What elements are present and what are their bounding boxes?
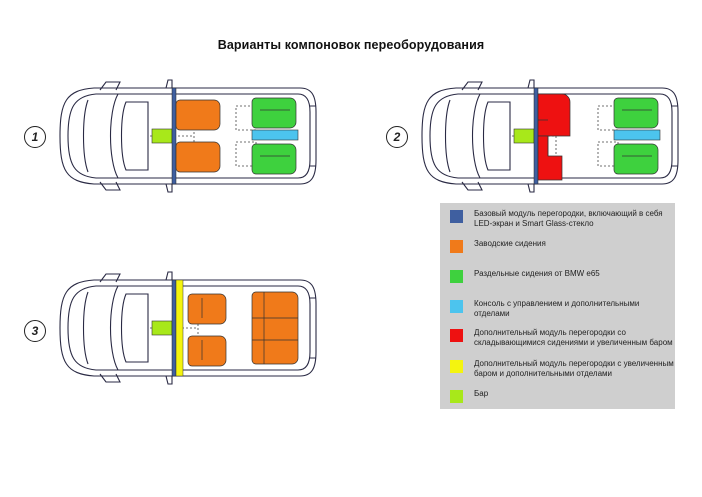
- bmw-seat: [613, 97, 659, 175]
- variant-number-1: 1: [24, 126, 46, 148]
- variant-number-2: 2: [386, 126, 408, 148]
- yellow-module: [175, 279, 184, 377]
- swatch-orange: [450, 240, 463, 253]
- swatch-blue: [450, 210, 463, 223]
- partition-base: [171, 279, 177, 377]
- partition-base: [171, 87, 177, 185]
- bar: [151, 128, 173, 144]
- van-layout-3: [59, 271, 317, 385]
- van-layout-1: [59, 79, 317, 193]
- bmw-seat: [251, 97, 297, 175]
- van-body: [59, 79, 317, 193]
- legend-label: Заводские сидения: [474, 239, 546, 248]
- red-module: [537, 93, 571, 181]
- factory-seat: [187, 293, 227, 367]
- legend-label: Дополнительный модуль перегородки со скл…: [474, 328, 673, 347]
- van-body: [59, 271, 317, 385]
- legend-label: Дополнительный модуль перегородки с увел…: [474, 359, 674, 378]
- swatch-yellow: [450, 360, 463, 373]
- swatch-red: [450, 329, 463, 342]
- van-layout-2: [421, 79, 679, 193]
- van-body: [421, 79, 679, 193]
- variant-number-3: 3: [24, 320, 46, 342]
- console: [613, 129, 661, 141]
- page-title: Варианты компоновок переоборудования: [217, 38, 485, 52]
- legend-label: Консоль с управлением и дополнительными …: [474, 299, 640, 318]
- bar: [151, 320, 173, 336]
- partition-base: [533, 87, 539, 185]
- console: [251, 129, 299, 141]
- factory-seat: [175, 99, 221, 173]
- bar: [513, 128, 535, 144]
- swatch-lime: [450, 390, 463, 403]
- legend: Базовый модуль перегородки, включающий в…: [440, 203, 675, 409]
- legend-label: Базовый модуль перегородки, включающий в…: [474, 209, 663, 228]
- legend-label: Раздельные сидения от BMW e65: [474, 269, 600, 278]
- swatch-light-blue: [450, 300, 463, 313]
- legend-label: Бар: [474, 389, 489, 398]
- swatch-green: [450, 270, 463, 283]
- factory-bench-seat: [251, 291, 299, 365]
